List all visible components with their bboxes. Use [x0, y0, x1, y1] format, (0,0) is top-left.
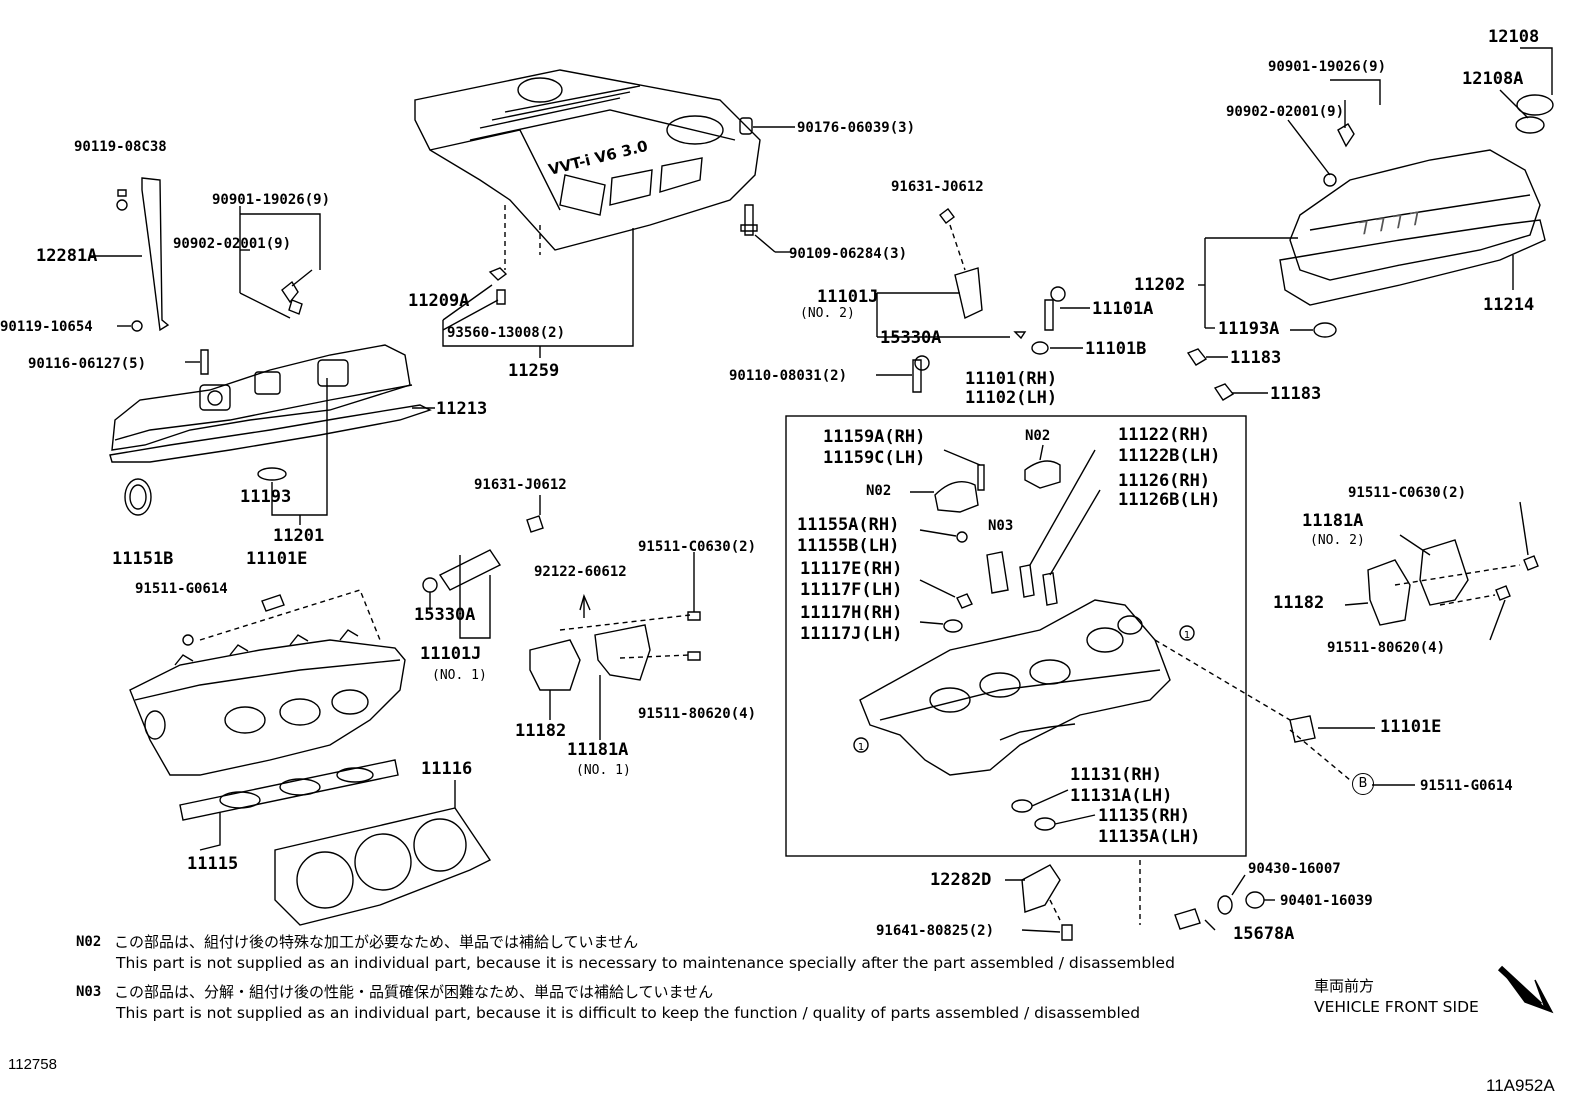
part-label: 90401-16039 [1280, 893, 1373, 909]
part-label: 11126B(LH) [1118, 490, 1221, 510]
part-label: 11101A [1092, 299, 1154, 319]
note-n03-jp: この部品は、分解・組付け後の性能・品質確保が困難なため、単品では補給していません [114, 983, 714, 1001]
part-label: 11117H(RH) [800, 603, 903, 623]
part-label: 11131A(LH) [1070, 786, 1173, 806]
part-label-sub: (NO. 2) [800, 306, 855, 321]
part-label: 11117J(LH) [800, 624, 903, 644]
note-n02-jp: この部品は、組付け後の特殊な加工が必要なため、単品では補給していません [114, 933, 639, 951]
part-label: 90902-02001(9) [173, 236, 292, 252]
part-label: 91511-G0614 [1420, 778, 1513, 794]
part-label: 91511-C0630(2) [638, 539, 757, 555]
part-label: 11122(RH) [1118, 425, 1211, 445]
note-n03-tag: N03 [76, 984, 102, 1000]
part-label: 11181A [567, 740, 629, 760]
part-label: 11101E [246, 549, 308, 569]
part-label: 12282D [930, 870, 992, 890]
part-label: 11181A [1302, 511, 1364, 531]
part-label: 15330A [414, 605, 476, 625]
part-label: 11135(RH) [1098, 806, 1191, 826]
lh-cylinder-head-drawing [129, 629, 406, 776]
note-n03-en: This part is not supplied as an individu… [116, 1004, 1141, 1022]
part-label: 11122B(LH) [1118, 446, 1221, 466]
part-label: 91511-80620(4) [1327, 640, 1446, 656]
part-label: 11213 [436, 399, 488, 419]
part-label: 11155B(LH) [797, 536, 900, 556]
part-label: 11115 [187, 854, 239, 874]
part-label: 11116 [421, 759, 473, 779]
part-label: 15678A [1233, 924, 1295, 944]
part-label-sub: (NO. 2) [1310, 533, 1365, 548]
part-label: 90902-02001(9) [1226, 104, 1345, 120]
part-label: 90176-06039(3) [797, 120, 916, 136]
marker-b: B [1352, 773, 1374, 795]
part-label: 11214 [1483, 295, 1535, 315]
part-label: 11183 [1230, 348, 1282, 368]
rh-head-assembly-box [785, 415, 1247, 857]
rh-cylinder-head-drawing [859, 599, 1171, 776]
rh-valve-cover-drawing: 7 7 7 7 [1279, 149, 1546, 306]
part-label-sub: (NO. 1) [576, 763, 631, 778]
part-label: 11155A(RH) [797, 515, 900, 535]
part-label: 11193 [240, 487, 292, 507]
part-label: 11159A(RH) [823, 427, 926, 447]
part-label: 11117E(RH) [800, 559, 903, 579]
part-label: 11131(RH) [1070, 765, 1163, 785]
lh-valve-cover-drawing [109, 344, 432, 463]
part-label: 91641-80825(2) [876, 923, 995, 939]
marker-one: 1 [1184, 630, 1190, 641]
part-label: 11117F(LH) [800, 580, 903, 600]
part-label: 11102(LH) [965, 388, 1058, 408]
n02-tag: N02 [866, 483, 892, 499]
part-label: 91511-G0614 [135, 581, 228, 597]
vehicle-front-en: VEHICLE FRONT SIDE [1314, 998, 1479, 1016]
part-label: 11182 [515, 721, 567, 741]
part-label: 92122-60612 [534, 564, 627, 580]
part-label: 12108A [1462, 69, 1524, 89]
part-label: 11101E [1380, 717, 1442, 737]
part-label: 12281A [36, 246, 98, 266]
part-label: 90901-19026(9) [1268, 59, 1387, 75]
part-label: 11159C(LH) [823, 448, 926, 468]
n03-tag: N03 [988, 518, 1014, 534]
part-label: 11101B [1085, 339, 1147, 359]
part-label: 11101(RH) [965, 369, 1058, 389]
part-label: 11101J [817, 287, 879, 307]
part-label: 11202 [1134, 275, 1186, 295]
part-label: 11201 [273, 526, 325, 546]
vehicle-front-jp: 車両前方 [1314, 977, 1375, 995]
note-n02-tag: N02 [76, 934, 102, 950]
marker-one: 1 [858, 742, 864, 753]
part-label: 90116-06127(5) [28, 356, 147, 372]
part-label: 11151B [112, 549, 174, 569]
part-label-sub: (NO. 1) [432, 668, 487, 683]
n02-tag: N02 [1025, 428, 1051, 444]
part-label: 11135A(LH) [1098, 827, 1201, 847]
part-label: 11101J [420, 644, 482, 664]
part-label: 11193A [1218, 319, 1280, 339]
part-label: 90109-06284(3) [789, 246, 908, 262]
note-n02-en: This part is not supplied as an individu… [116, 954, 1175, 972]
part-label: 11209A [408, 291, 470, 311]
part-label: 11182 [1273, 593, 1325, 613]
part-label: 91631-J0612 [474, 477, 567, 493]
part-label: 90901-19026(9) [212, 192, 331, 208]
part-label: 11126(RH) [1118, 471, 1211, 491]
part-label: 93560-13008(2) [447, 325, 566, 341]
part-label: 11259 [508, 361, 560, 381]
part-label: 90110-08031(2) [729, 368, 848, 384]
part-label: 11183 [1270, 384, 1322, 404]
part-label: 91631-J0612 [891, 179, 984, 195]
part-label: 91511-C0630(2) [1348, 485, 1467, 501]
engine-cover-drawing: VVT-i V6 3.0 [414, 69, 761, 251]
diagram-id-right: 11A952A [1486, 1076, 1555, 1095]
part-label: 15330A [880, 328, 942, 348]
diagram-id-left: 112758 [8, 1056, 57, 1073]
part-label: 12108 [1488, 27, 1540, 47]
part-label: 90119-08C38 [74, 139, 167, 155]
part-label: 90119-10654 [0, 319, 93, 335]
part-label: 91511-80620(4) [638, 706, 757, 722]
part-label: 90430-16007 [1248, 861, 1341, 877]
